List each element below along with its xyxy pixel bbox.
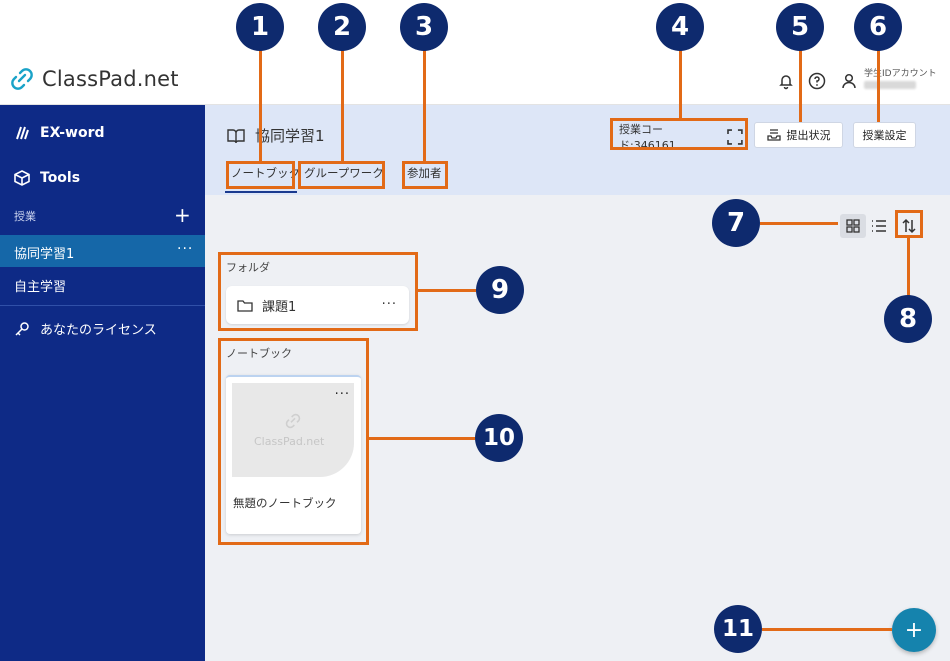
account-label: 学生IDアカウント	[864, 69, 937, 79]
list-icon	[872, 220, 886, 232]
folder-name: 課題1	[262, 299, 297, 315]
sidebar-divider	[0, 305, 205, 306]
notebook-section-label: ノートブック	[226, 347, 292, 360]
class-more-icon[interactable]: ···	[177, 241, 194, 257]
redacted-username	[864, 81, 916, 89]
ex-word-icon	[16, 126, 29, 140]
annotation-badge-3: 3	[400, 3, 448, 51]
submission-status-label: 提出状況	[786, 129, 831, 142]
highlight-box-2	[298, 161, 385, 189]
sidebar-item-label: EX-word	[40, 125, 105, 141]
grid-icon	[846, 219, 860, 233]
highlight-box-3	[402, 161, 448, 189]
class-title-text: 協同学習1	[255, 127, 325, 145]
sidebar-class-label[interactable]: 協同学習1	[14, 247, 75, 262]
app-logo[interactable]: ClassPad.net	[10, 67, 179, 91]
highlight-box-8	[895, 210, 923, 238]
key-icon	[15, 321, 29, 336]
class-header: 協同学習1 ノートブック グループワーク 参加者 授業コード:346161 提出…	[205, 105, 950, 195]
account-info[interactable]: 学生IDアカウント	[864, 68, 937, 94]
sidebar-item-license[interactable]: あなたのライセンス	[14, 319, 204, 338]
user-icon[interactable]	[840, 72, 858, 90]
top-header: ClassPad.net 学生IDアカウント	[0, 58, 950, 105]
tab-group-work[interactable]: グループワーク	[304, 166, 384, 180]
annotation-badge-9: 9	[476, 266, 524, 314]
chain-link-icon	[11, 68, 33, 90]
list-view-button[interactable]	[866, 214, 892, 238]
add-button[interactable]: +	[892, 608, 936, 652]
connector-line-2	[341, 50, 344, 162]
folder-icon	[237, 299, 253, 312]
sidebar: EX-word Tools 授業 + 協同学習1 ··· 自主学習 あなたのライ…	[0, 105, 205, 661]
active-tab-indicator	[225, 191, 297, 193]
annotation-badge-11: 11	[714, 605, 762, 653]
notebook-more-icon[interactable]: ···	[334, 387, 350, 402]
cube-icon	[14, 170, 30, 186]
connector-line-5	[799, 50, 802, 122]
sidebar-item-label: あなたのライセンス	[40, 323, 157, 338]
sidebar-class-label[interactable]: 自主学習	[14, 280, 67, 295]
connector-line-9	[418, 289, 476, 292]
folder-more-icon[interactable]: ···	[381, 297, 397, 312]
fullscreen-icon[interactable]	[727, 129, 743, 145]
notebook-thumbnail: ClassPad.net ···	[232, 383, 354, 477]
connector-line-10	[369, 437, 475, 440]
annotation-badge-6: 6	[854, 3, 902, 51]
connector-line-6	[877, 50, 880, 122]
app-name: ClassPad.net	[42, 67, 179, 91]
chain-link-icon	[285, 413, 301, 429]
tab-notebook[interactable]: ノートブック	[231, 166, 300, 180]
highlight-box-4	[610, 118, 748, 150]
notebook-card[interactable]: ClassPad.net ··· 無題のノートブック	[226, 375, 361, 534]
sidebar-item-tools[interactable]: Tools	[14, 170, 204, 186]
tab-participants[interactable]: 参加者	[407, 166, 442, 180]
highlight-box-10	[218, 338, 369, 545]
annotation-badge-1: 1	[236, 3, 284, 51]
annotation-badge-5: 5	[776, 3, 824, 51]
sidebar-item-class-active[interactable]	[0, 235, 205, 267]
bell-icon[interactable]	[777, 72, 795, 90]
annotation-badge-10: 10	[475, 414, 523, 462]
annotation-badge-2: 2	[318, 3, 366, 51]
annotation-badge-4: 4	[656, 3, 704, 51]
grid-view-button[interactable]	[840, 214, 866, 238]
class-settings-label: 授業設定	[862, 129, 907, 142]
help-icon[interactable]	[808, 72, 826, 90]
annotation-badge-7: 7	[712, 199, 760, 247]
section-label-classes: 授業	[14, 210, 36, 223]
thumbnail-watermark: ClassPad.net	[254, 435, 325, 448]
folder-section-label: フォルダ	[226, 261, 270, 274]
connector-line-8	[907, 238, 910, 296]
connector-line-1	[259, 50, 262, 162]
highlight-box-1	[226, 161, 295, 189]
connector-line-3	[423, 50, 426, 162]
connector-line-7	[760, 222, 838, 225]
highlight-box-9	[218, 252, 418, 331]
sort-icon	[902, 218, 916, 234]
notebook-title: 無題のノートブック	[233, 496, 337, 510]
folder-card[interactable]: 課題1 ···	[226, 286, 409, 324]
book-icon	[227, 128, 245, 143]
submission-status-button[interactable]: 提出状況	[754, 122, 843, 148]
connector-line-11	[762, 628, 892, 631]
annotation-badge-8: 8	[884, 295, 932, 343]
class-title: 協同学習1	[227, 125, 325, 146]
connector-line-4	[679, 50, 682, 119]
sidebar-item-ex-word[interactable]: EX-word	[14, 125, 204, 141]
class-settings-button[interactable]: 授業設定	[853, 122, 916, 148]
add-class-button[interactable]: +	[174, 203, 191, 227]
sort-button[interactable]	[896, 214, 922, 238]
tray-icon	[766, 129, 781, 141]
sidebar-item-label: Tools	[40, 170, 81, 186]
